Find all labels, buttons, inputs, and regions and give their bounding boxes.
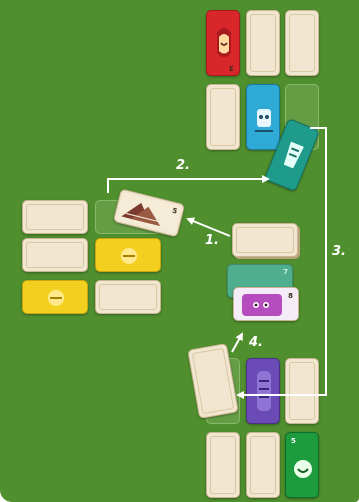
arrow-step-2: [108, 179, 268, 193]
step-label-4: 4.: [249, 335, 263, 350]
step-label-3: 3.: [332, 244, 346, 259]
step-label-2: 2.: [176, 158, 190, 173]
arrow-step-4: [232, 334, 242, 352]
step-label-1: 1.: [205, 233, 219, 248]
arrow-step-3: [238, 128, 326, 395]
